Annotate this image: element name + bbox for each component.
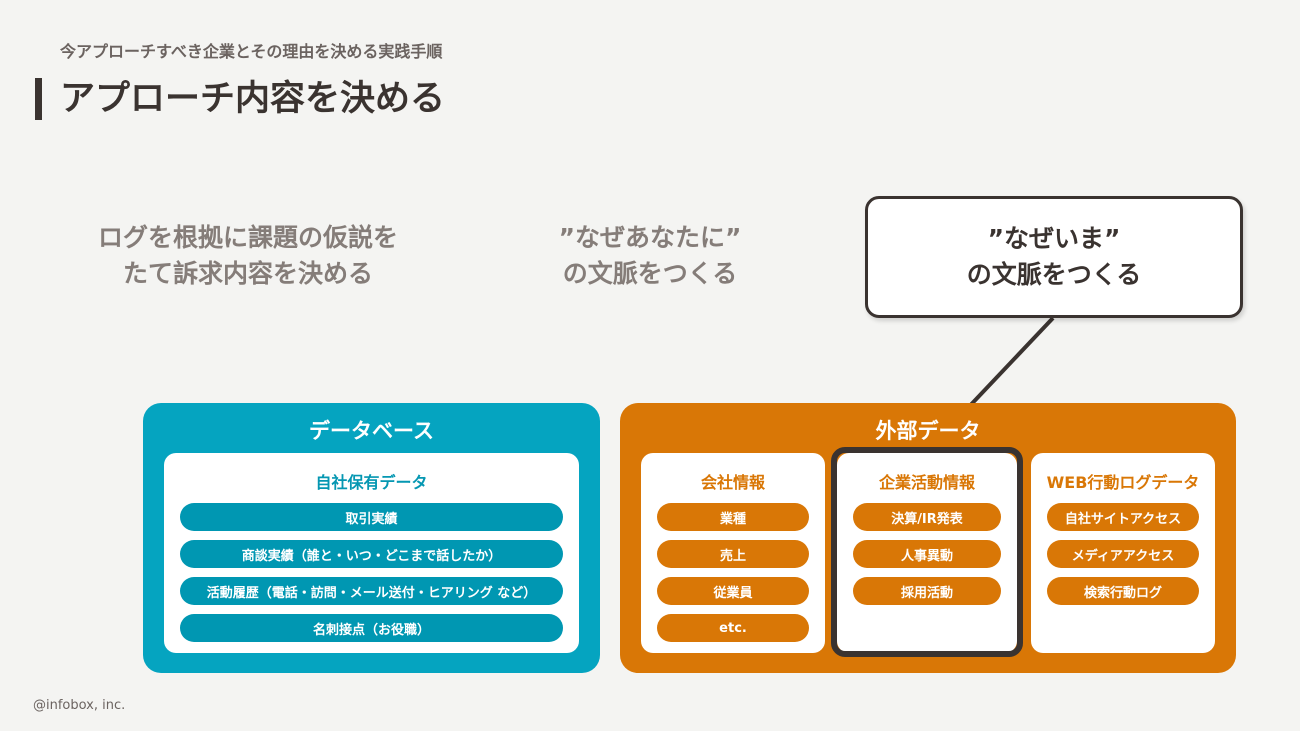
card-title: WEB行動ログデータ [1046,473,1200,492]
group-title: 外部データ [875,419,981,443]
caption-line: ”なぜあなたに” [558,223,742,252]
caption-hypothesis: ログを根拠に課題の仮説を たて訴求内容を決める [48,220,448,292]
data-pill: 名刺接点（お役職） [180,614,563,642]
data-pill: メディアアクセス [1047,540,1199,568]
callout-line: ”なぜいま” [987,224,1121,253]
card-company-info: 会社情報 業種 売上 従業員 etc. [641,453,825,653]
slide-title: アプローチ内容を決める [60,79,446,119]
external-data-group: 外部データ 会社情報 業種 売上 従業員 etc. 企業活動情報 決算/IR発表… [620,403,1236,673]
caption-why-you: ”なぜあなたに” の文脈をつくる [450,220,850,292]
data-pill: 商談実績（誰と・いつ・どこまで話したか） [180,540,563,568]
caption-line: ログを根拠に課題の仮説を [97,223,398,252]
title-accent-bar [35,78,42,120]
data-pill: 決算/IR発表 [853,503,1001,531]
callout-line: の文脈をつくる [966,260,1142,289]
data-pill: 人事異動 [853,540,1001,568]
group-title: データベース [309,419,434,443]
data-pill: 自社サイトアクセス [1047,503,1199,531]
data-pill: 活動履歴（電話・訪問・メール送付・ヒアリング など） [180,577,563,605]
caption-line: の文脈をつくる [562,259,738,288]
data-pill: 採用活動 [853,577,1001,605]
slide-subtitle: 今アプローチすべき企業とその理由を決める実践手順 [60,42,443,61]
card-title: 自社保有データ [315,473,428,492]
data-pill: 検索行動ログ [1047,577,1199,605]
card-title: 企業活動情報 [878,473,975,492]
data-pill: 従業員 [657,577,809,605]
data-pill: etc. [657,614,809,642]
data-pill: 業種 [657,503,809,531]
data-pill: 取引実績 [180,503,563,531]
card-title: 会社情報 [700,473,765,492]
callout-why-now: ”なぜいま” の文脈をつくる [865,196,1243,318]
caption-line: たて訴求内容を決める [122,259,373,288]
card-corporate-activity: 企業活動情報 決算/IR発表 人事異動 採用活動 [837,453,1017,653]
footer-copyright: @infobox, inc. [33,698,126,713]
highlight-frame [831,447,1023,657]
data-pill: 売上 [657,540,809,568]
card-own-data: 自社保有データ 取引実績 商談実績（誰と・いつ・どこまで話したか） 活動履歴（電… [164,453,579,653]
card-web-log: WEB行動ログデータ 自社サイトアクセス メディアアクセス 検索行動ログ [1031,453,1215,653]
database-group: データベース 自社保有データ 取引実績 商談実績（誰と・いつ・どこまで話したか）… [143,403,600,673]
